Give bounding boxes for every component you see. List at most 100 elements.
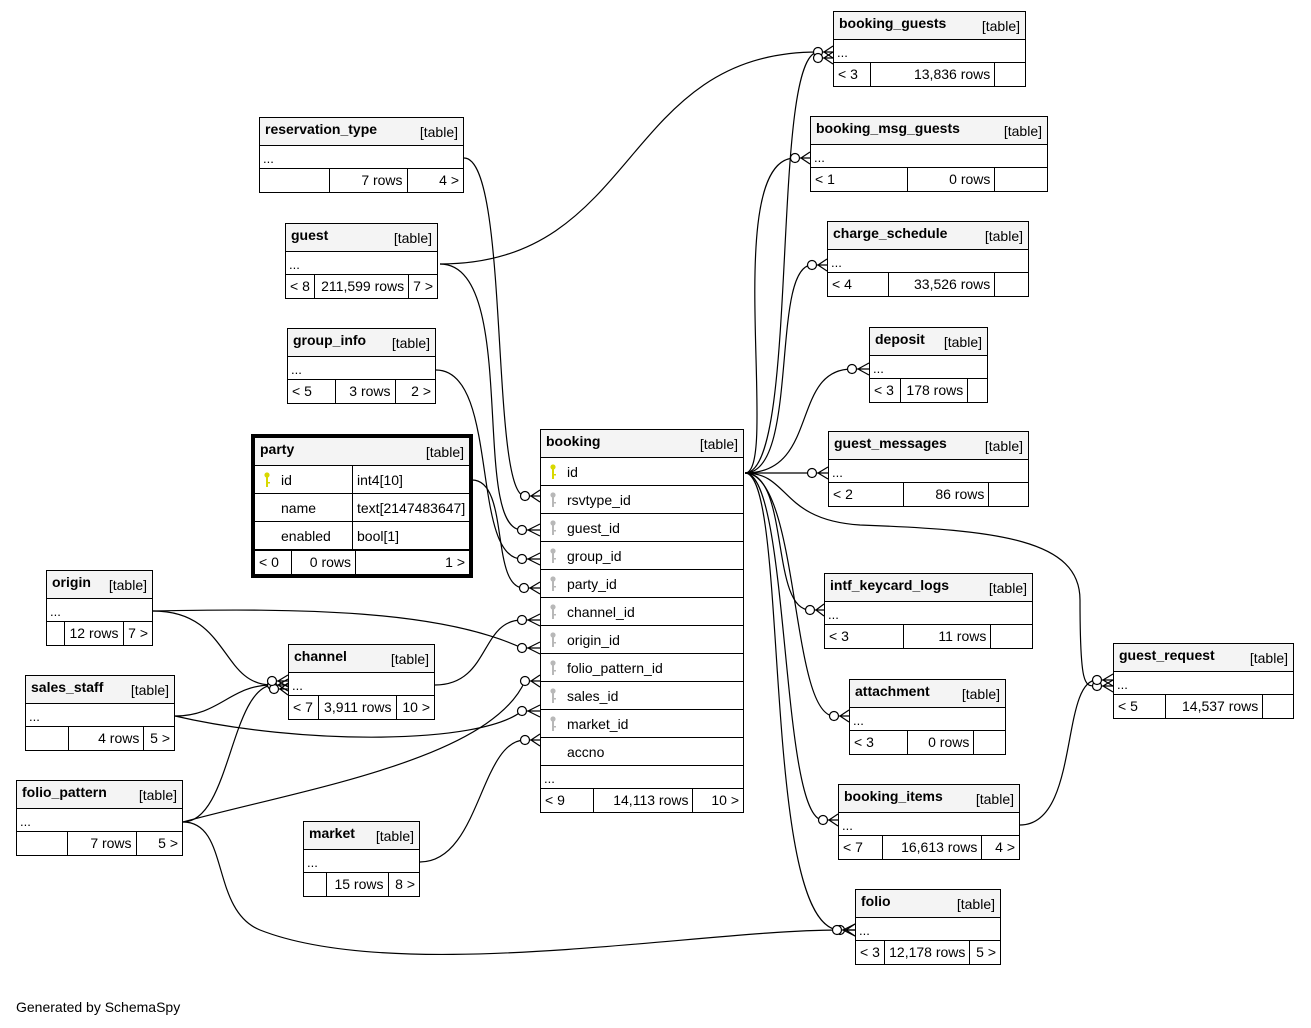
children-count[interactable]: 4 >: [439, 172, 460, 188]
table-header[interactable]: guest_request[table]: [1114, 644, 1293, 672]
column-row[interactable]: market_id: [541, 710, 743, 738]
parents-count[interactable]: [17, 832, 69, 855]
column-row[interactable]: accno: [541, 738, 743, 766]
table-name[interactable]: intf_keycard_logs: [830, 576, 950, 593]
table-name[interactable]: attachment: [855, 682, 930, 699]
children-count[interactable]: 7 >: [413, 278, 433, 294]
table-header[interactable]: folio[table]: [856, 890, 1000, 918]
children-count[interactable]: [995, 273, 1028, 296]
column-row[interactable]: sales_id: [541, 682, 743, 710]
children-count[interactable]: [974, 731, 1005, 754]
parents-count[interactable]: [260, 169, 331, 192]
column-row[interactable]: rsvtype_id: [541, 486, 743, 514]
table-header[interactable]: group_info[table]: [288, 329, 435, 357]
children-count[interactable]: [989, 483, 1028, 506]
column-row[interactable]: guest_id: [541, 514, 743, 542]
table-name[interactable]: sales_staff: [31, 678, 104, 695]
table-name[interactable]: guest: [291, 226, 329, 243]
children-count[interactable]: 1 >: [445, 554, 465, 570]
table-name[interactable]: party: [260, 440, 295, 457]
children-count[interactable]: 5 >: [150, 730, 170, 746]
table-name[interactable]: booking_msg_guests: [816, 119, 960, 136]
children-count[interactable]: 8 >: [395, 876, 415, 892]
table-header[interactable]: channel[table]: [289, 645, 434, 673]
table-header[interactable]: market[table]: [304, 822, 419, 850]
table-header[interactable]: origin[table]: [47, 571, 152, 599]
table-header[interactable]: guest[table]: [286, 224, 437, 252]
parents-count[interactable]: < 3: [834, 63, 871, 86]
table-name[interactable]: charge_schedule: [833, 224, 948, 241]
parents-count[interactable]: < 8: [286, 275, 315, 298]
parents-count[interactable]: < 3: [856, 941, 885, 964]
column-row[interactable]: folio_pattern_id: [541, 654, 743, 682]
table-name[interactable]: booking_items: [844, 787, 943, 804]
children-count[interactable]: 5 >: [976, 944, 996, 960]
table-header[interactable]: reservation_type[table]: [260, 118, 463, 146]
table-header[interactable]: party[table]: [255, 438, 469, 466]
parents-count[interactable]: < 5: [288, 380, 337, 403]
children-count[interactable]: [995, 63, 1025, 86]
column-row[interactable]: origin_id: [541, 626, 743, 654]
column-row[interactable]: group_id: [541, 542, 743, 570]
table-name[interactable]: origin: [52, 573, 91, 590]
table-header[interactable]: booking[table]: [541, 430, 743, 458]
table-name[interactable]: booking: [546, 432, 601, 449]
table-name[interactable]: deposit: [875, 330, 925, 347]
table-header[interactable]: intf_keycard_logs[table]: [825, 574, 1032, 602]
children-count[interactable]: 4 >: [995, 839, 1015, 855]
children-count[interactable]: 10 >: [402, 699, 430, 715]
parents-count[interactable]: < 0: [255, 551, 292, 574]
children-count[interactable]: [991, 625, 1032, 648]
table-name[interactable]: group_info: [293, 331, 367, 348]
table-header[interactable]: booking_msg_guests[table]: [811, 117, 1047, 145]
table-header[interactable]: sales_staff[table]: [26, 676, 174, 704]
column-row[interactable]: channel_id: [541, 598, 743, 626]
children-count[interactable]: [995, 168, 1047, 191]
parents-count[interactable]: < 9: [541, 789, 594, 812]
table-header[interactable]: charge_schedule[table]: [828, 222, 1028, 250]
column-row[interactable]: id: [541, 458, 743, 486]
table-header[interactable]: guest_messages[table]: [829, 432, 1028, 460]
table-name[interactable]: guest_request: [1119, 646, 1215, 663]
table-header[interactable]: folio_pattern[table]: [17, 781, 182, 809]
children-count[interactable]: 10 >: [711, 792, 739, 808]
table-name[interactable]: reservation_type: [265, 120, 378, 137]
children-count[interactable]: 7 >: [128, 625, 148, 641]
table-name[interactable]: channel: [294, 647, 347, 664]
table-name[interactable]: booking_guests: [839, 14, 947, 31]
parents-count[interactable]: [304, 873, 327, 896]
children-count[interactable]: [1263, 695, 1293, 718]
table-header[interactable]: booking_guests[table]: [834, 12, 1025, 40]
parents-count[interactable]: < 5: [1114, 695, 1167, 718]
column-row[interactable]: party_id: [541, 570, 743, 598]
table-header[interactable]: deposit[table]: [870, 328, 987, 356]
parents-count[interactable]: < 2: [829, 483, 905, 506]
parents-count[interactable]: < 3: [870, 379, 901, 402]
children-count[interactable]: 2 >: [411, 383, 431, 399]
table-name[interactable]: folio_pattern: [22, 783, 107, 800]
parents-count[interactable]: < 3: [825, 625, 905, 648]
